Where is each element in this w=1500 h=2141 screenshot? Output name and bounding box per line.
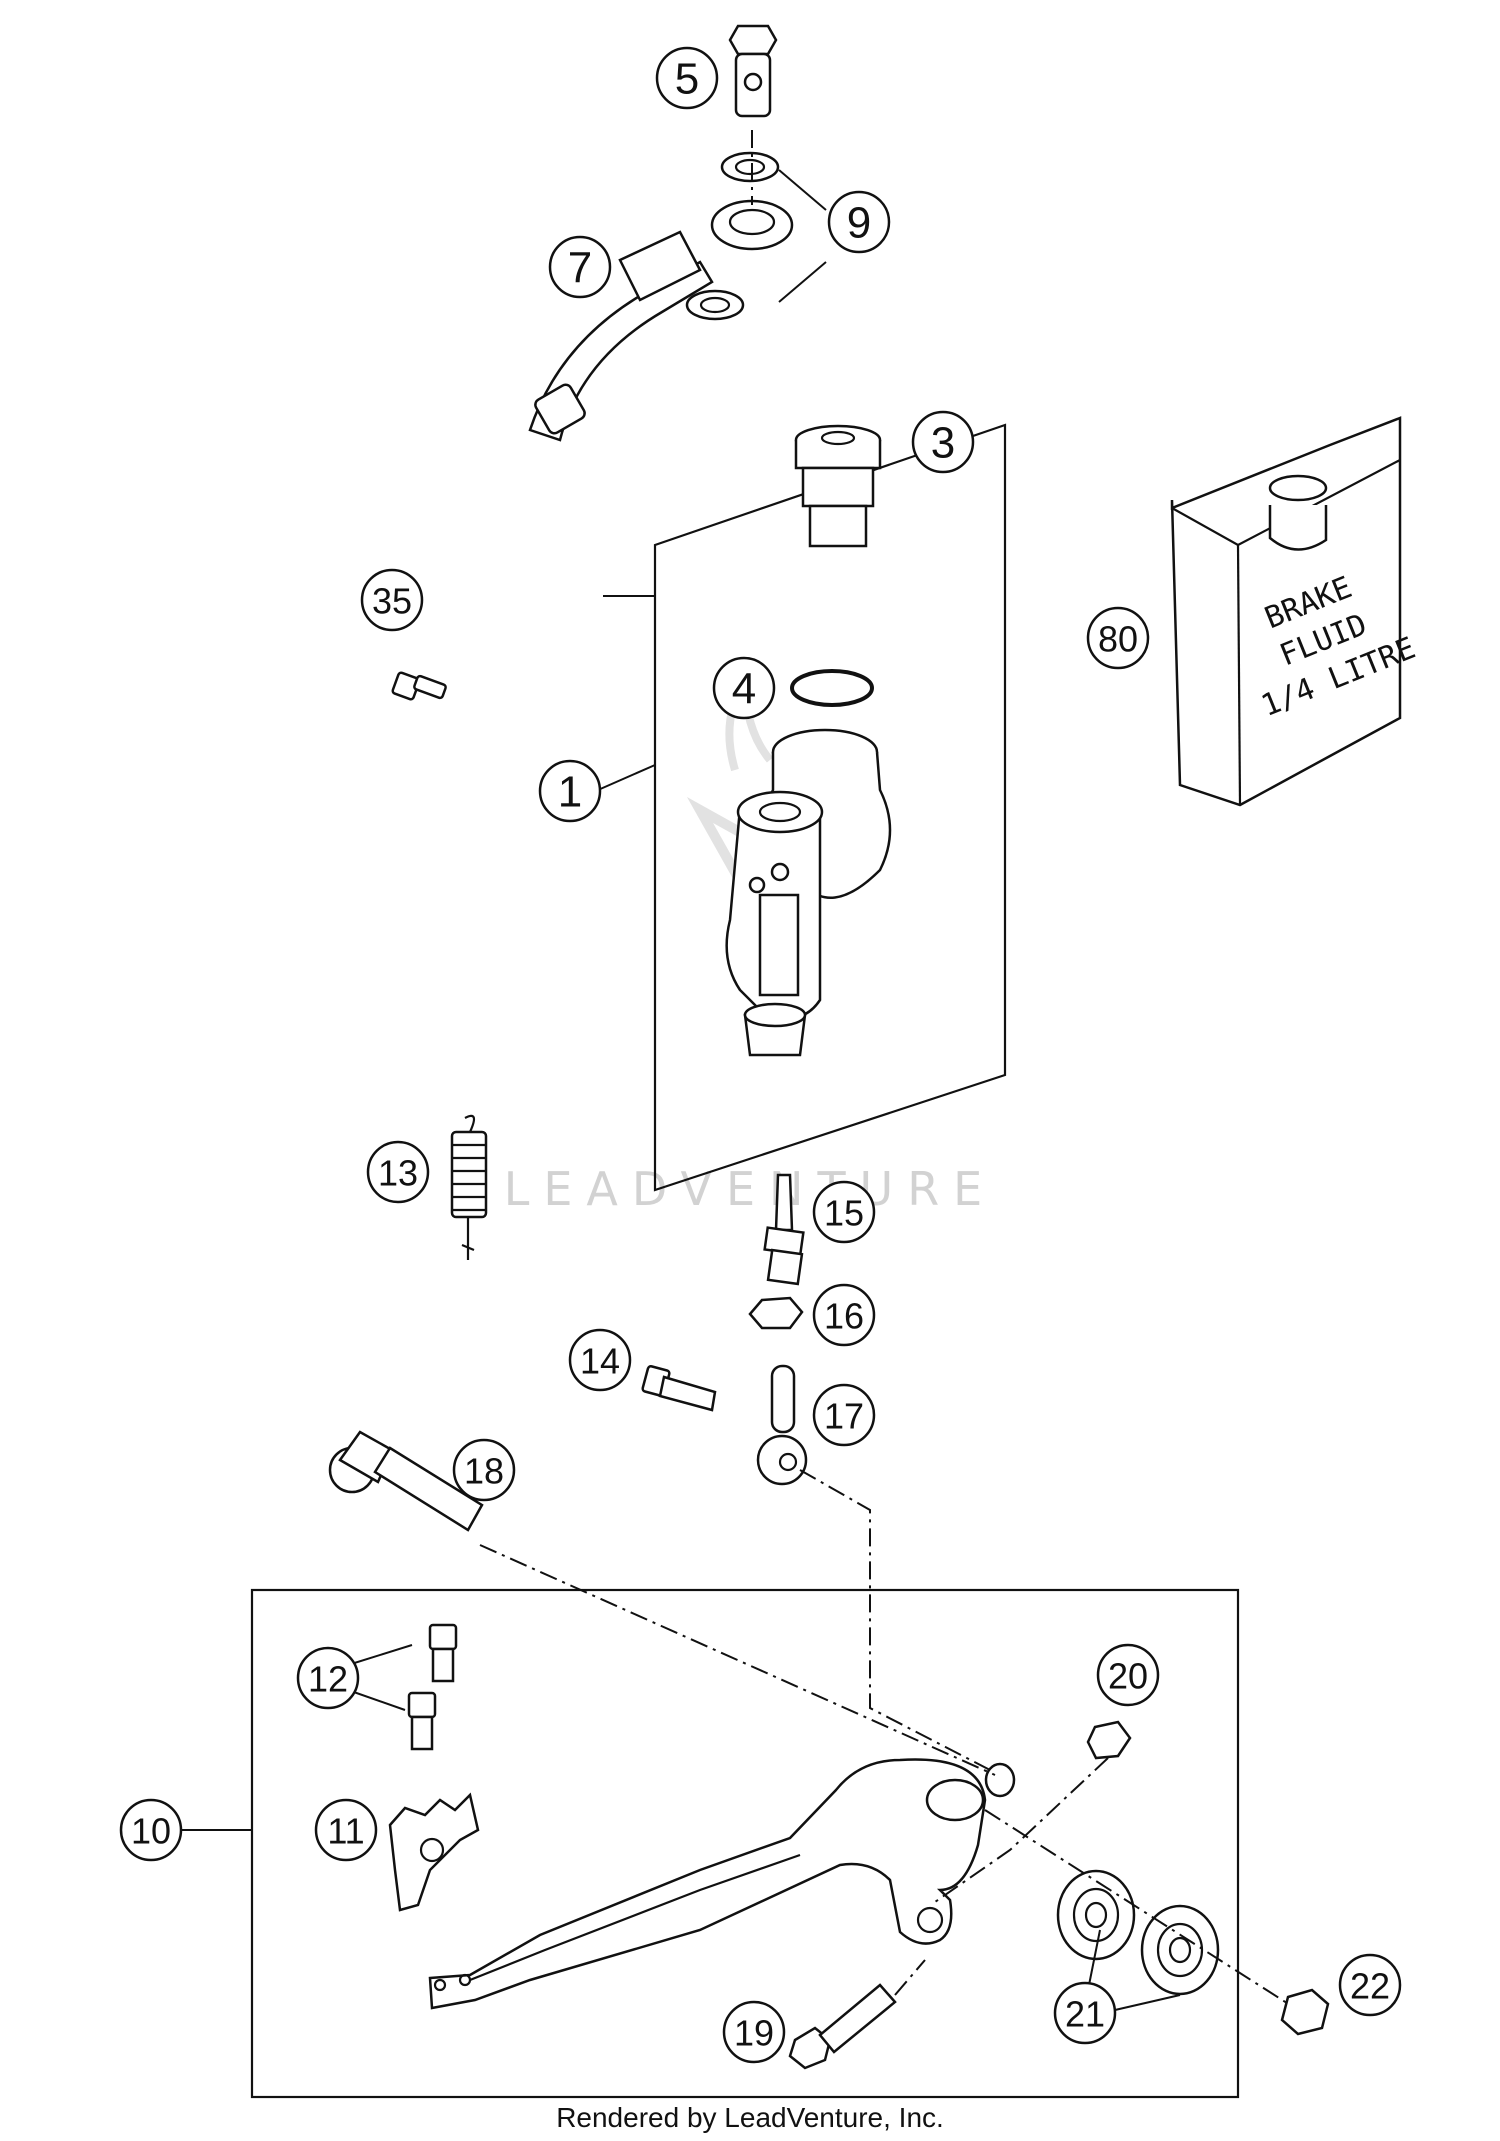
part-screw[interactable] — [391, 671, 447, 701]
part-push-rod[interactable] — [763, 1173, 805, 1286]
callout-14[interactable]: 14 — [568, 1328, 632, 1392]
callout-18[interactable]: 18 — [452, 1438, 516, 1502]
svg-text:5: 5 — [675, 55, 699, 104]
svg-text:1: 1 — [558, 768, 582, 817]
callout-35[interactable]: 35 — [360, 568, 424, 632]
callouts: 5 9 7 3 4 35 1 80 13 15 16 14 17 18 12 2… — [119, 46, 1402, 2064]
callout-1[interactable]: 1 — [538, 759, 602, 823]
callout-16[interactable]: 16 — [812, 1283, 876, 1347]
callout-13[interactable]: 13 — [366, 1140, 430, 1204]
svg-text:35: 35 — [372, 581, 412, 622]
part-master-cylinder[interactable] — [725, 728, 892, 1057]
part-pedal-step[interactable] — [388, 1792, 480, 1912]
part-bearings[interactable] — [1056, 1869, 1220, 1996]
part-return-spring[interactable] — [450, 1114, 488, 1260]
part-brake-hose[interactable] — [528, 199, 794, 442]
svg-text:20: 20 — [1108, 1656, 1148, 1697]
callout-17[interactable]: 17 — [812, 1383, 876, 1447]
callout-5[interactable]: 5 — [655, 46, 719, 110]
part-o-ring[interactable] — [790, 669, 874, 707]
svg-text:16: 16 — [824, 1296, 864, 1337]
svg-text:19: 19 — [734, 2013, 774, 2054]
callout-10[interactable]: 10 — [119, 1798, 183, 1862]
svg-text:15: 15 — [824, 1193, 864, 1234]
callout-3[interactable]: 3 — [911, 410, 975, 474]
assembly-box-brake-pedal — [250, 1588, 1240, 2099]
part-clevis[interactable] — [756, 1364, 808, 1486]
callout-22[interactable]: 22 — [1338, 1953, 1402, 2017]
callout-80[interactable]: 80 — [1086, 606, 1150, 670]
callout-9[interactable]: 9 — [827, 190, 891, 254]
callout-15[interactable]: 15 — [812, 1180, 876, 1244]
svg-text:17: 17 — [824, 1396, 864, 1437]
svg-text:13: 13 — [378, 1153, 418, 1194]
callout-4[interactable]: 4 — [712, 656, 776, 720]
part-bolt[interactable] — [641, 1365, 717, 1412]
svg-text:10: 10 — [131, 1811, 171, 1852]
part-lock-nut[interactable] — [1086, 1720, 1132, 1760]
part-sealing-washers[interactable] — [685, 151, 780, 321]
svg-text:22: 22 — [1350, 1966, 1390, 2007]
assembly-lines — [479, 130, 1291, 2006]
part-pedal-pivot-bolt[interactable] — [788, 1983, 897, 2070]
part-pedal-bolts[interactable] — [407, 1623, 458, 1751]
footer-credit: Rendered by LeadVenture, Inc. — [556, 2102, 944, 2133]
part-nut[interactable] — [748, 1296, 804, 1330]
callout-19[interactable]: 19 — [722, 2000, 786, 2064]
part-banjo-bolt[interactable] — [728, 24, 778, 118]
svg-text:9: 9 — [847, 199, 871, 248]
callout-20[interactable]: 20 — [1096, 1643, 1160, 1707]
watermark: LEADVENTURE — [504, 666, 997, 1216]
assembly-box-master-cylinder — [653, 423, 1007, 1192]
watermark-text: LEADVENTURE — [504, 1162, 997, 1216]
part-axle-nut[interactable] — [1280, 1988, 1330, 2036]
callout-21[interactable]: 21 — [1053, 1981, 1117, 2045]
svg-text:12: 12 — [308, 1659, 348, 1700]
svg-text:80: 80 — [1098, 619, 1138, 660]
svg-text:7: 7 — [568, 244, 592, 293]
callout-7[interactable]: 7 — [548, 235, 612, 299]
svg-text:3: 3 — [931, 419, 955, 468]
part-brake-pedal[interactable] — [428, 1758, 1016, 2010]
svg-text:21: 21 — [1065, 1994, 1105, 2035]
leader-lines — [180, 169, 1181, 2011]
svg-text:18: 18 — [464, 1451, 504, 1492]
part-reservoir-cap[interactable] — [794, 424, 882, 548]
callout-11[interactable]: 11 — [314, 1798, 378, 1862]
part-brake-fluid-jug[interactable]: BRAKE FLUID 1/4 LITRE — [1170, 416, 1420, 807]
svg-text:4: 4 — [732, 665, 756, 714]
svg-text:14: 14 — [580, 1341, 620, 1382]
callout-12[interactable]: 12 — [296, 1646, 360, 1710]
svg-text:11: 11 — [327, 1811, 364, 1852]
part-pivot-bolt[interactable] — [328, 1430, 484, 1532]
